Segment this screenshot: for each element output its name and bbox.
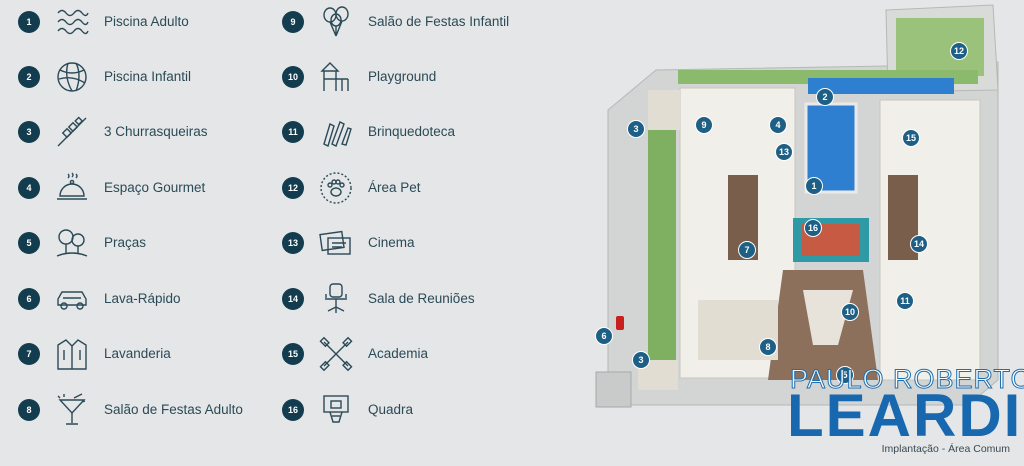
- map-pin-cinema[interactable]: 13: [775, 143, 793, 161]
- legend-badge: 10: [282, 66, 304, 88]
- legend-label: Brinquedoteca: [368, 124, 456, 139]
- legend-badge: 5: [18, 232, 40, 254]
- legend-item: 5 Praças: [18, 223, 278, 263]
- map-pin-piscina-infantil[interactable]: 2: [816, 88, 834, 106]
- legend-badge: 13: [282, 232, 304, 254]
- map-pin-salao-festas-infantil[interactable]: 9: [695, 116, 713, 134]
- legend-item: 8 Salão de Festas Adulto: [18, 390, 278, 430]
- map-pin-academia[interactable]: 15: [902, 129, 920, 147]
- legend-item: 13 Cinema: [282, 223, 542, 263]
- legend-badge: 12: [282, 177, 304, 199]
- tickets-icon: [318, 225, 354, 261]
- legend-label: Espaço Gourmet: [104, 180, 206, 195]
- legend-label: Piscina Adulto: [104, 14, 189, 29]
- map-pin-pracas[interactable]: 5: [836, 366, 854, 384]
- map-pin-playground[interactable]: 10: [841, 303, 859, 321]
- map-pin-brinquedoteca[interactable]: 11: [896, 292, 914, 310]
- legend-item: 14 Sala de Reuniões: [282, 279, 542, 319]
- legend-badge: 6: [18, 288, 40, 310]
- legend-badge: 2: [18, 66, 40, 88]
- legend-item: 4 Espaço Gourmet: [18, 168, 278, 208]
- map-pin-lavanderia[interactable]: 7: [738, 241, 756, 259]
- watermark-brand-line2: LEARDI: [787, 382, 1023, 449]
- legend-label: Lavanderia: [104, 346, 171, 361]
- cocktail-icon: [54, 392, 90, 428]
- legend-item: 7 Lavanderia: [18, 334, 278, 374]
- legend-item: 16 Quadra: [282, 390, 542, 430]
- legend-item: 1 Piscina Adulto: [18, 2, 278, 42]
- legend-label: Cinema: [368, 235, 415, 250]
- legend-item: 2 Piscina Infantil: [18, 57, 278, 97]
- car-icon: [54, 281, 90, 317]
- legend-badge: 15: [282, 343, 304, 365]
- legend-label: Playground: [368, 69, 437, 84]
- legend-label: Salão de Festas Adulto: [104, 402, 243, 417]
- legend-item: 15 Academia: [282, 334, 542, 374]
- map-pin-area-pet[interactable]: 12: [950, 42, 968, 60]
- legend-badge: 9: [282, 11, 304, 33]
- map-pin-lava-rapido[interactable]: 6: [595, 327, 613, 345]
- legend-item: 12 Área Pet: [282, 168, 542, 208]
- legend-item: 3 3 Churrasqueiras: [18, 112, 278, 152]
- legend-label: 3 Churrasqueiras: [104, 124, 208, 139]
- map-pin-quadra[interactable]: 16: [804, 219, 822, 237]
- basketball-hoop-icon: [318, 392, 354, 428]
- map-pin-salao-festas-adulto[interactable]: 8: [759, 338, 777, 356]
- map-pin-churrasqueira-2[interactable]: 3: [632, 351, 650, 369]
- legend-label: Piscina Infantil: [104, 69, 192, 84]
- map-pin-sala-reunioes[interactable]: 14: [910, 235, 928, 253]
- legend-badge: 4: [18, 177, 40, 199]
- legend-badge: 14: [282, 288, 304, 310]
- legend-label: Área Pet: [368, 180, 421, 195]
- trees-icon: [54, 225, 90, 261]
- beach-ball-icon: [54, 59, 90, 95]
- balloons-icon: [318, 4, 354, 40]
- legend-label: Praças: [104, 235, 147, 250]
- paw-icon: [318, 170, 354, 206]
- map-pin-churrasqueira[interactable]: 3: [627, 120, 645, 138]
- dumbbells-icon: [318, 336, 354, 372]
- playground-icon: [318, 59, 354, 95]
- legend-item: 6 Lava-Rápido: [18, 279, 278, 319]
- legend-badge: 16: [282, 399, 304, 421]
- shirt-icon: [54, 336, 90, 372]
- legend-label: Lava-Rápido: [104, 291, 181, 306]
- legend-badge: 3: [18, 121, 40, 143]
- legend-item: 11 Brinquedoteca: [282, 112, 542, 152]
- legend-badge: 8: [18, 399, 40, 421]
- watermark-brand-line1: PAULO ROBERTO: [790, 364, 1024, 395]
- office-chair-icon: [318, 281, 354, 317]
- legend-badge: 1: [18, 11, 40, 33]
- site-plan-map: 12 2 3 9 4 15 13 1 16 7 14 10 11 6 8 3 5: [588, 0, 1024, 461]
- legend-label: Sala de Reuniões: [368, 291, 475, 306]
- legend-label: Academia: [368, 346, 429, 361]
- legend-badge: 7: [18, 343, 40, 365]
- legend-item: 9 Salão de Festas Infantil: [282, 2, 542, 42]
- crayons-icon: [318, 114, 354, 150]
- map-pin-espaco-gourmet[interactable]: 4: [769, 116, 787, 134]
- legend-label: Salão de Festas Infantil: [368, 14, 510, 29]
- skewer-icon: [54, 114, 90, 150]
- legend-badge: 11: [282, 121, 304, 143]
- legend-label: Quadra: [368, 402, 414, 417]
- map-caption: Implantação - Área Comum: [881, 443, 1010, 455]
- map-pin-piscina-adulto[interactable]: 1: [805, 177, 823, 195]
- waves-icon: [54, 4, 90, 40]
- cloche-icon: [54, 170, 90, 206]
- legend-item: 10 Playground: [282, 57, 542, 97]
